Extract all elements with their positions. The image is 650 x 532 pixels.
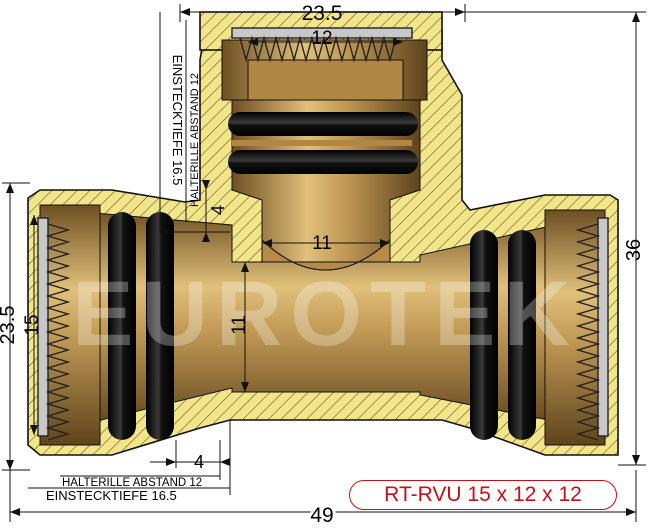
dim-left-bore	[30, 215, 38, 435]
top-o-rings	[228, 112, 418, 174]
halterille-bottom-label: HALTERILLE ABSTAND 12	[62, 477, 202, 489]
top-socket-inner	[247, 59, 404, 101]
dim-gap-v-label: 4	[208, 205, 228, 215]
dim-center-v	[241, 262, 249, 392]
einstecktiefe-vertical-label: EINSTECKTIEFE 16.5	[170, 55, 185, 186]
right-clamp-teeth	[575, 217, 609, 441]
halterille-vertical-label: HALTERILLE ABSTAND 12	[189, 73, 201, 207]
branch-funnel	[261, 238, 391, 271]
dim-total-width	[9, 470, 637, 522]
dim-left-bore-label: 15	[22, 314, 43, 335]
dim-right-height-label: 36	[623, 239, 645, 261]
product-code: RT-RVU 15 x 12 x 12	[384, 483, 582, 506]
dim-top-outer-label: 23.5	[302, 2, 343, 25]
dim-top-bore	[248, 38, 403, 46]
product-code-badge: RT-RVU 15 x 12 x 12	[349, 480, 617, 510]
right-o-rings	[470, 230, 536, 440]
dim-vertical-insertion	[159, 12, 230, 242]
left-o-rings	[108, 212, 174, 440]
dim-center-h	[262, 239, 390, 247]
dim-gap-h-label: 4	[194, 452, 204, 472]
top-clamp-teeth	[231, 27, 413, 63]
dim-center-v-label: 11	[229, 315, 250, 335]
right-socket	[544, 209, 606, 446]
dim-left-outer-label: 23.5	[0, 306, 19, 345]
watermark: EUROTEK	[72, 263, 578, 365]
dim-total-width-label: 49	[310, 504, 333, 527]
left-clamp-teeth	[37, 217, 71, 441]
dim-top-bore-label: 12	[311, 28, 332, 49]
dim-bottom-insertion	[28, 420, 231, 495]
einstecktiefe-bottom-label: EINSTECKTIEFE 16.5	[46, 488, 177, 503]
dim-left-outer	[2, 182, 30, 471]
dim-center-h-label: 11	[312, 233, 332, 254]
dim-top-outer	[179, 4, 466, 22]
dim-right-height	[465, 11, 646, 466]
